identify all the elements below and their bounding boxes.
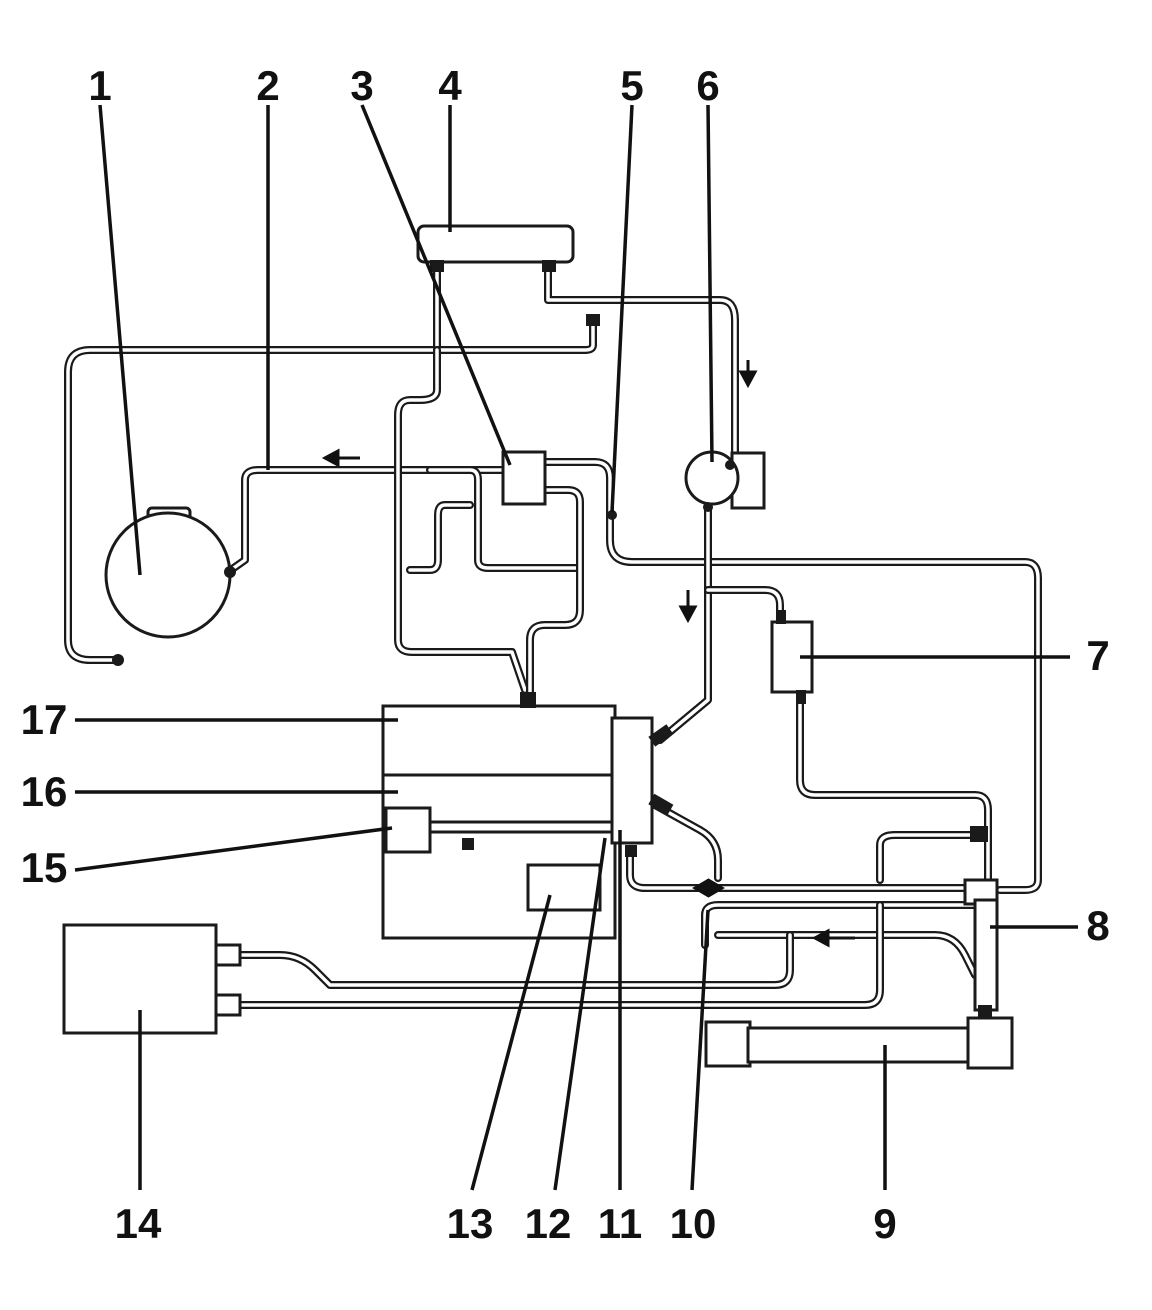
leader-3	[360, 104, 512, 466]
component-6-pump	[684, 450, 766, 512]
label-6: 6	[696, 62, 719, 109]
hose-right-loop	[876, 831, 979, 884]
label-12: 12	[525, 1200, 572, 1247]
label-9: 9	[873, 1200, 896, 1247]
component-13	[526, 863, 602, 912]
label-8: 8	[1086, 902, 1109, 949]
component-14	[62, 923, 242, 1035]
leader-15	[74, 826, 393, 872]
hose-4-right	[544, 258, 739, 462]
label-16: 16	[21, 768, 68, 815]
flow-arrow-down-2	[678, 590, 698, 624]
component-5-fitting	[607, 510, 617, 520]
label-13: 13	[447, 1200, 494, 1247]
components	[62, 224, 1014, 1070]
flow-arrow-double	[692, 878, 725, 898]
label-15: 15	[21, 844, 68, 891]
leader-13	[470, 894, 552, 1191]
leader-10	[690, 909, 710, 1191]
number-labels: 1 2 3 4 5 6 7 8 9 10 11 12 13 14 15 16 1…	[21, 62, 1110, 1247]
component-8-junction	[963, 826, 999, 1019]
leader-lines	[74, 104, 1078, 1191]
label-11: 11	[598, 1200, 642, 1247]
hose-valve-3-down	[526, 486, 584, 699]
component-4-reservoir	[416, 224, 600, 326]
hose-7-bottom	[796, 686, 992, 884]
leader-12	[553, 837, 607, 1191]
component-1-canister	[104, 506, 236, 666]
label-1: 1	[88, 62, 111, 109]
hose-2	[224, 466, 509, 576]
leader-6	[706, 104, 714, 463]
flow-arrow-down-1	[738, 360, 758, 389]
leader-1	[98, 104, 142, 576]
label-7: 7	[1086, 632, 1109, 679]
label-4: 4	[438, 62, 462, 109]
hose-10-lower	[714, 931, 979, 979]
label-3: 3	[350, 62, 373, 109]
hose-to-8	[626, 851, 979, 892]
label-5: 5	[620, 62, 643, 109]
hose-7-top	[704, 586, 784, 624]
flow-arrow-left-2	[811, 928, 855, 948]
hose-module-outlet	[651, 801, 722, 882]
flow-arrows	[321, 360, 855, 948]
flow-arrow-left	[321, 448, 360, 468]
component-15	[384, 806, 432, 854]
leader-5	[610, 104, 634, 513]
label-10: 10	[670, 1200, 717, 1247]
label-2: 2	[256, 62, 279, 109]
component-9-cooler	[704, 1016, 1014, 1070]
hose-inner-u	[406, 501, 474, 574]
label-14: 14	[115, 1200, 162, 1247]
label-17: 17	[21, 696, 68, 743]
